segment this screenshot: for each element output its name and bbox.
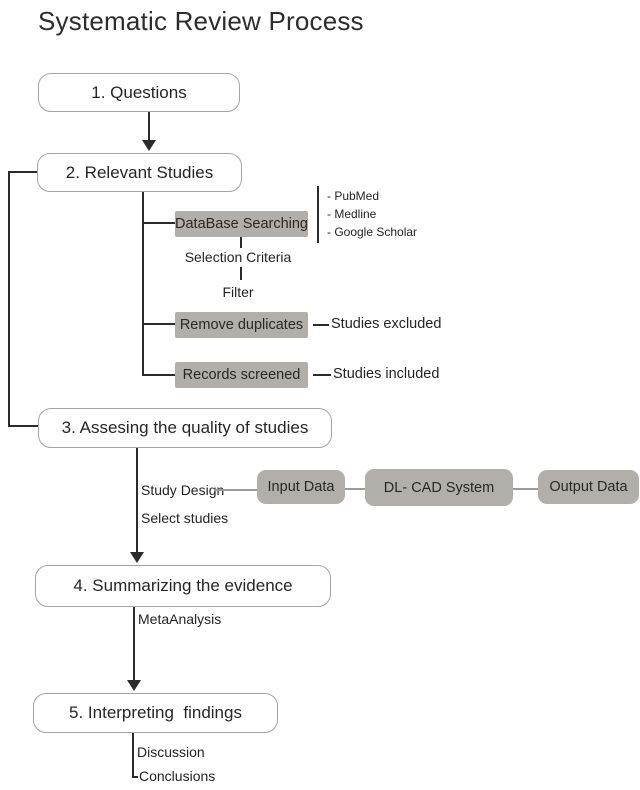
connector-step3-left-horizontal [8, 425, 38, 427]
studies-excluded-label: Studies excluded [331, 316, 442, 332]
dl-cad-system-label: DL- CAD System [383, 479, 495, 496]
search-branch-trunk [142, 192, 144, 376]
output-data-label: Output Data [549, 479, 628, 495]
connector-dlcad-output [513, 488, 538, 490]
input-data-box: Input Data [257, 470, 345, 504]
step-label-interpreting-findings: 5. Interpreting findings [69, 703, 242, 722]
arrow-down-icon [130, 552, 144, 563]
connector-step2-left-horizontal [8, 171, 37, 173]
source-item-google-scholar: - Google Scholar [327, 225, 418, 239]
step-label-assessing-quality: 3. Assesing the quality of studies [61, 418, 309, 437]
remove-duplicates-label: Remove duplicates [179, 317, 304, 333]
step-label-relevant-studies: 2. Relevant Studies [65, 162, 214, 182]
step-box-interpreting-findings: 5. Interpreting findings [33, 693, 278, 733]
output-data-box: Output Data [538, 470, 639, 504]
source-item-pubmed: - PubMed [327, 189, 380, 203]
records-screened-box: Records screened [175, 362, 308, 388]
dash-remove-duplicates [313, 324, 329, 326]
conclusions-corner-tick [132, 776, 138, 778]
sources-list-bar [317, 186, 319, 243]
input-data-label: Input Data [267, 479, 335, 495]
arrow-line-step3-step4 [136, 448, 138, 553]
source-item-medline: - Medline [327, 207, 377, 221]
selection-criteria-label: Selection Criteria [184, 249, 292, 265]
select-studies-label: Select studies [141, 510, 229, 526]
connector-study-design-input-data [214, 489, 257, 491]
step-label-summarizing-evidence: 4. Summarizing the evidence [73, 576, 293, 595]
conclusions-label: Conclusions [139, 768, 216, 784]
branch-tick-remove-duplicates [144, 323, 175, 325]
arrow-down-icon [142, 140, 156, 151]
step-box-relevant-studies: 2. Relevant Studies [37, 153, 242, 192]
connector-input-dlcad [345, 488, 365, 490]
dash-records-screened [313, 374, 331, 376]
tick-database-to-selection [240, 237, 242, 248]
step-label-questions: 1. Questions [91, 82, 187, 102]
meta-analysis-label: MetaAnalysis [138, 611, 222, 627]
records-screened-label: Records screened [182, 367, 301, 383]
database-searching-box: DataBase Searching [175, 211, 308, 237]
remove-duplicates-box: Remove duplicates [175, 312, 308, 338]
tick-selection-to-filter [240, 267, 242, 280]
branch-tick-database-searching [144, 222, 175, 224]
interpreting-branch-line [132, 733, 134, 778]
branch-tick-records-screened [144, 374, 175, 376]
database-searching-label: DataBase Searching [175, 216, 308, 232]
connector-step2-step3-vertical [8, 171, 10, 427]
filter-label: Filter [222, 284, 254, 300]
discussion-label: Discussion [137, 744, 205, 760]
step-box-assessing-quality: 3. Assesing the quality of studies [38, 408, 332, 448]
step-box-summarizing-evidence: 4. Summarizing the evidence [35, 565, 331, 607]
diagram-title: Systematic Review Process [38, 6, 364, 36]
arrow-down-icon [127, 680, 141, 691]
study-design-label: Study Design [141, 482, 225, 498]
dl-cad-system-box: DL- CAD System [365, 469, 513, 506]
studies-included-label: Studies included [333, 366, 440, 382]
step-box-questions: 1. Questions [38, 73, 240, 112]
arrow-line-step4-step5 [133, 607, 135, 681]
arrow-line-step1-step2 [148, 112, 150, 141]
